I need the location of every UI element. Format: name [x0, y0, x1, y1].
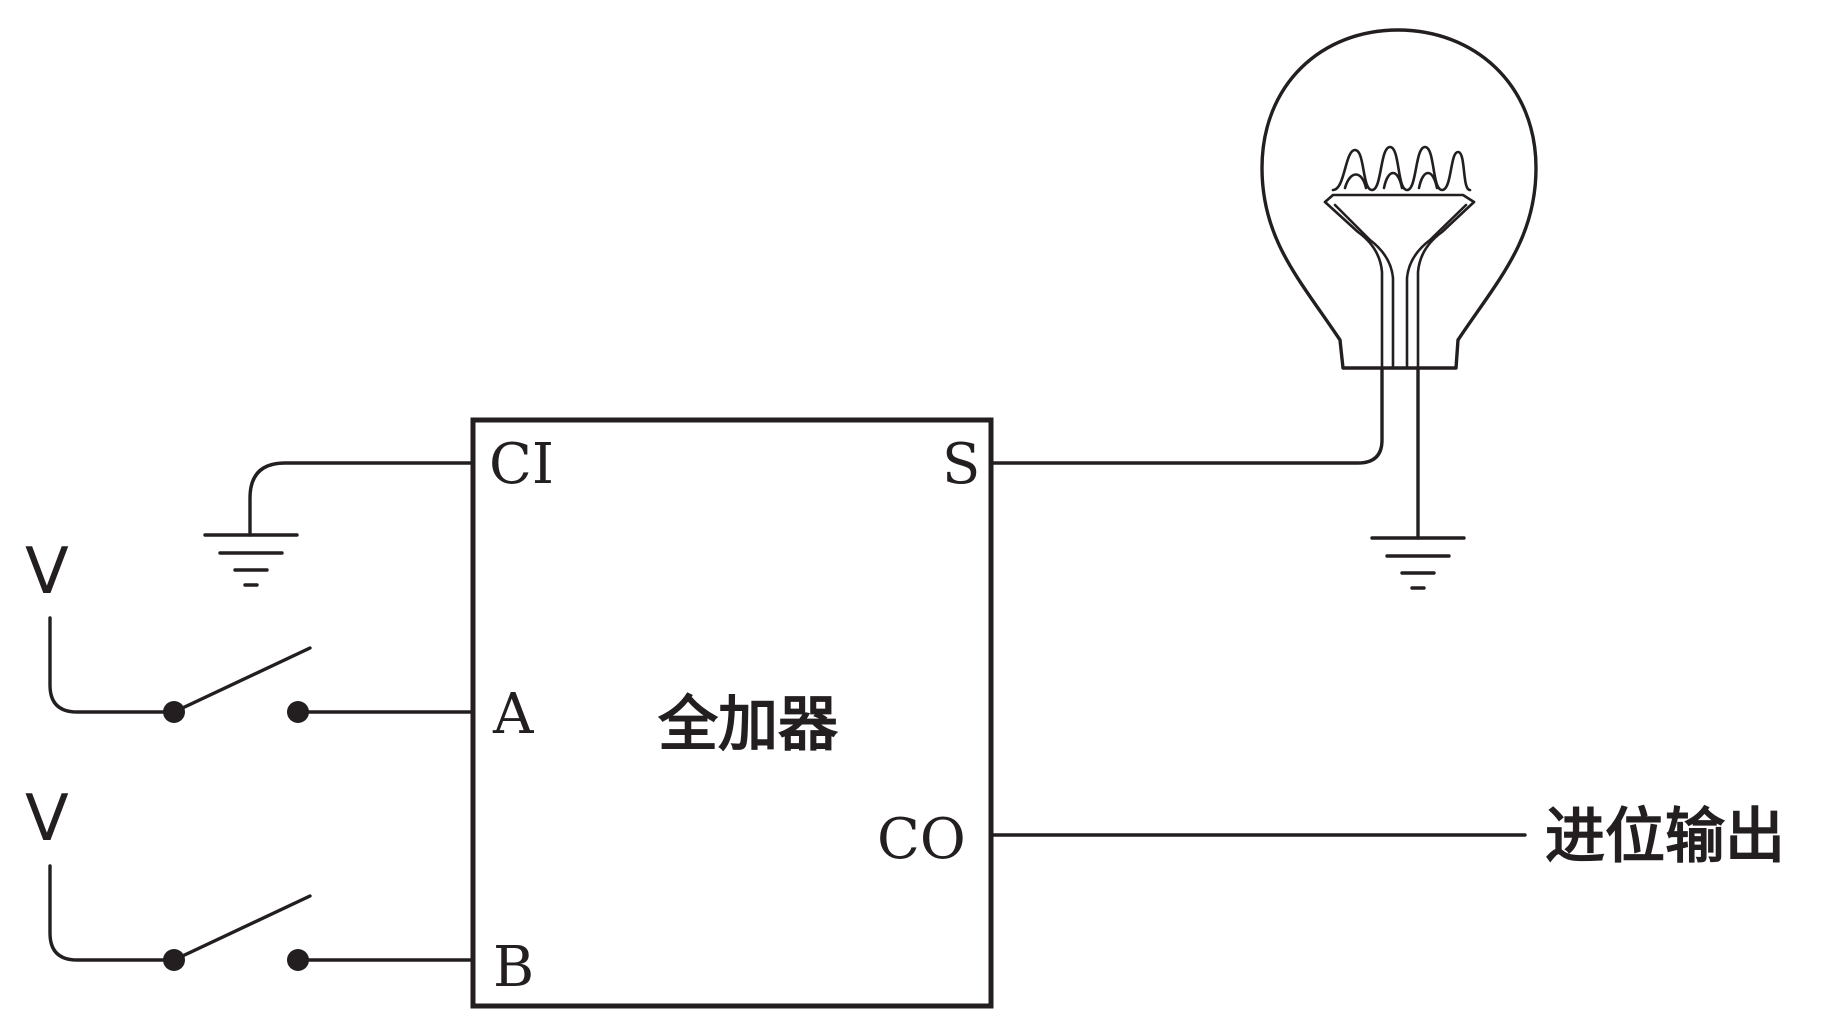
input-b-source-wire [48, 864, 174, 962]
switch-a-icon [163, 646, 312, 723]
switch-b-icon [163, 894, 312, 971]
full-adder-title: 全加器 [657, 690, 839, 760]
ci-wire [248, 461, 472, 537]
ground-symbol-icon [1370, 536, 1466, 590]
voltage-a-label: V [25, 535, 69, 609]
input-a-source-wire [48, 616, 174, 714]
light-bulb-icon [1260, 28, 1538, 370]
ground-symbol-icon [203, 533, 299, 587]
carry-output-label: 进位输出 [1545, 802, 1785, 872]
pin-b-label: B [493, 935, 534, 1000]
pin-s-label: S [942, 432, 980, 497]
sum-output-wire [991, 366, 1384, 465]
voltage-b-label: V [25, 782, 69, 856]
full-adder-box [470, 417, 994, 1009]
pin-co-label: CO [877, 807, 966, 872]
pin-ci-label: CI [489, 432, 554, 497]
pin-a-label: A [492, 682, 534, 747]
